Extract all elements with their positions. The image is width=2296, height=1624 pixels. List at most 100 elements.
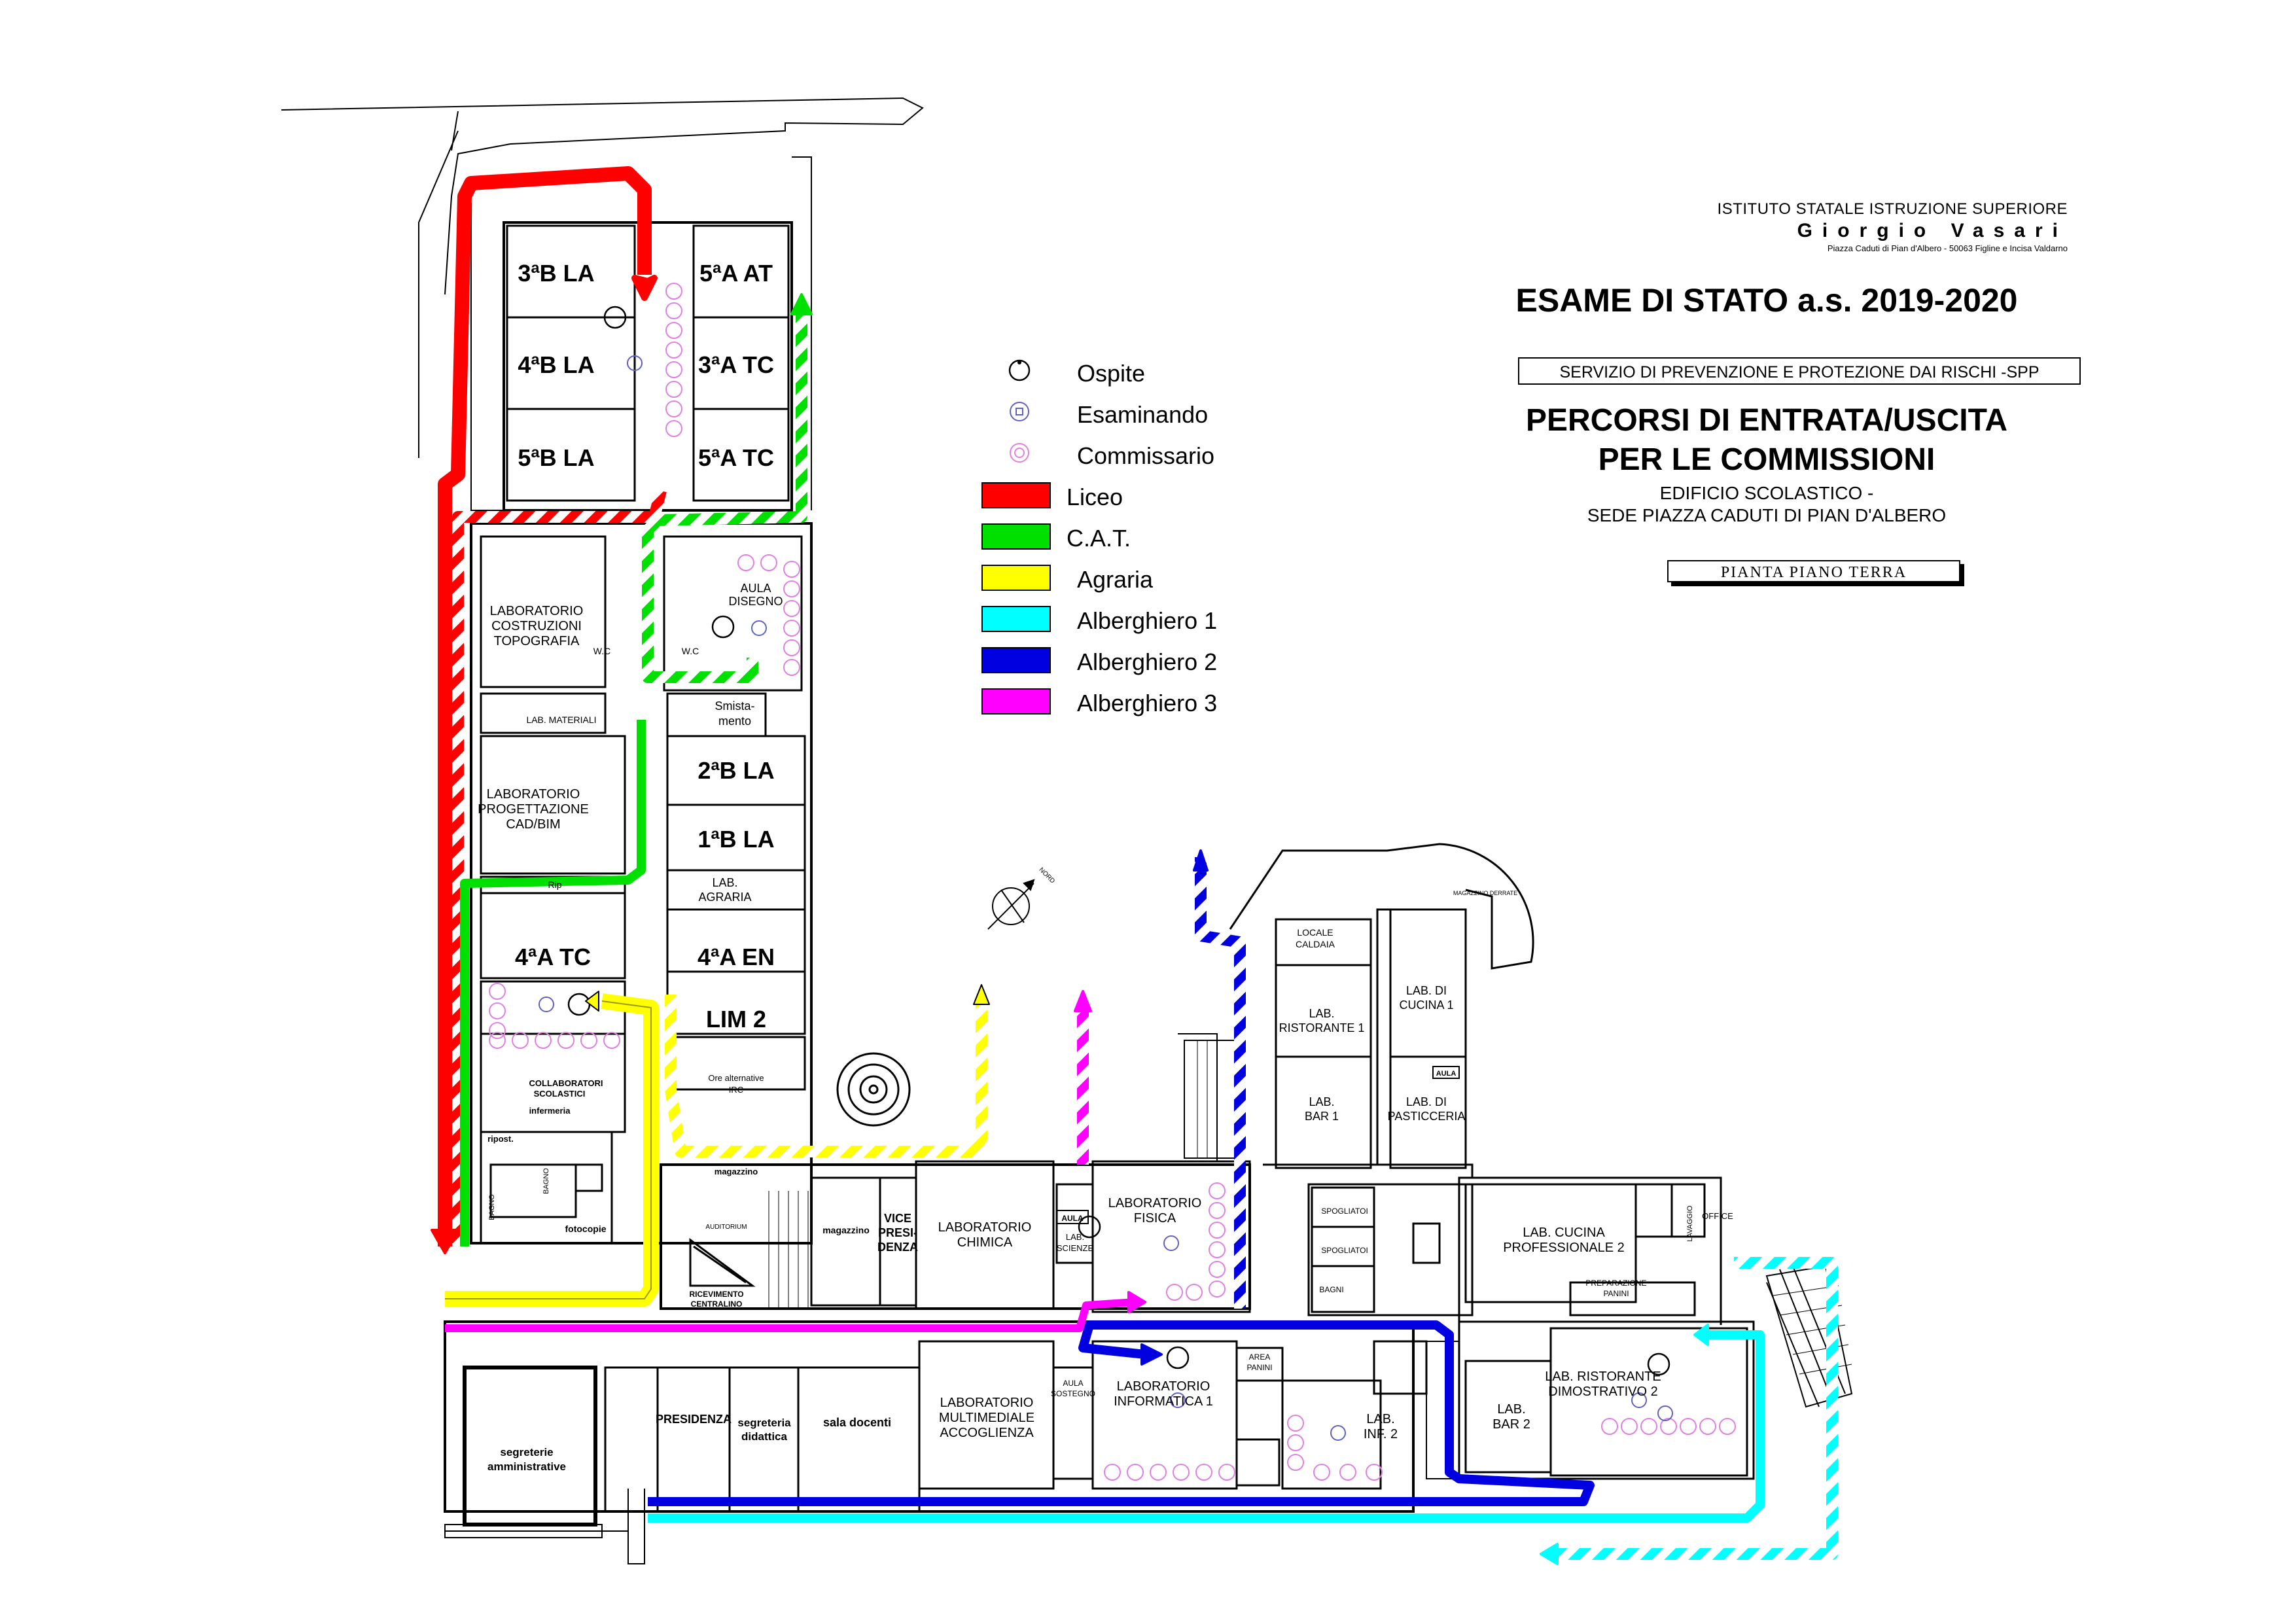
svg-text:COSTRUZIONI: COSTRUZIONI [491, 619, 582, 633]
svg-text:AULA: AULA [1436, 1070, 1457, 1078]
svg-text:LAB. DI: LAB. DI [1406, 1095, 1447, 1108]
route-liceo [431, 166, 667, 1254]
route-agraria [445, 984, 990, 1307]
svg-text:CENTRALINO: CENTRALINO [691, 1299, 743, 1309]
room-5aat: 5ªA AT [699, 260, 773, 287]
exam-title: ESAME DI STATO a.s. 2019-2020 [1515, 282, 2018, 319]
svg-text:BAR 2: BAR 2 [1492, 1417, 1530, 1432]
svg-text:AGRARIA: AGRARIA [698, 891, 751, 904]
svg-text:AUDITORIUM: AUDITORIUM [705, 1224, 747, 1231]
school-heading: ISTITUTO STATALE ISTRUZIONE SUPERIORE [1717, 200, 2068, 218]
svg-text:BAGNO: BAGNO [542, 1168, 550, 1194]
room-3atc: 3ªA TC [698, 351, 774, 378]
svg-text:LAB.: LAB. [1309, 1095, 1334, 1108]
svg-text:CHIMICA: CHIMICA [957, 1235, 1013, 1250]
legend-liceo: Liceo [981, 477, 1374, 515]
svg-text:PRESI-: PRESI- [878, 1226, 917, 1239]
svg-text:W.C: W.C [682, 646, 699, 656]
room-4aen: 4ªA EN [698, 944, 775, 970]
svg-text:Rip: Rip [548, 879, 561, 890]
legend-alberghiero-3: Alberghiero 3 [981, 683, 1374, 721]
svg-text:CUCINA 1: CUCINA 1 [1399, 998, 1453, 1012]
svg-text:LAB. DI: LAB. DI [1406, 984, 1447, 997]
svg-text:LAB. RISTORANTE: LAB. RISTORANTE [1545, 1369, 1661, 1384]
svg-text:INF. 2: INF. 2 [1364, 1427, 1398, 1441]
svg-text:LABORATORIO: LABORATORIO [490, 604, 584, 618]
svg-text:SOSTEGNO: SOSTEGNO [1051, 1389, 1095, 1398]
svg-text:LOCALE: LOCALE [1297, 927, 1333, 938]
route-cat [460, 293, 813, 1246]
ospite-icons [567, 306, 1670, 1376]
svg-text:BAGNO: BAGNO [488, 1194, 496, 1220]
svg-text:VICE: VICE [884, 1212, 911, 1225]
svg-text:OFFICE: OFFICE [1702, 1211, 1733, 1221]
svg-text:LABORATORIO: LABORATORIO [487, 787, 580, 802]
esaminando-icons [539, 355, 1673, 1441]
north-arrow-icon [987, 879, 1035, 930]
svg-text:AULA: AULA [1063, 1379, 1083, 1388]
svg-text:PROFESSIONALE 2: PROFESSIONALE 2 [1503, 1241, 1625, 1255]
route-alberghiero-3 [445, 990, 1146, 1332]
svg-text:LAB.: LAB. [712, 876, 737, 889]
route-alberghiero-1 [648, 1257, 1838, 1565]
svg-text:segreterie: segreterie [500, 1446, 553, 1458]
room-4atc: 4ªA TC [515, 944, 591, 970]
alberghiero-3-swatch [981, 688, 1051, 715]
svg-text:infermeria: infermeria [529, 1106, 571, 1116]
svg-text:RICEVIMENTO: RICEVIMENTO [689, 1290, 743, 1299]
building-walls [281, 97, 1853, 1564]
svg-text:LAB.: LAB. [1366, 1412, 1394, 1426]
service-box: SERVIZIO DI PREVENZIONE E PROTEZIONE DAI… [1518, 357, 2081, 385]
svg-text:BAGNI: BAGNI [1319, 1285, 1343, 1294]
page-title: PERCORSI DI ENTRATA/USCITA [1525, 403, 2007, 438]
svg-text:SCIENZE: SCIENZE [1057, 1243, 1094, 1253]
svg-text:CAD/BIM: CAD/BIM [506, 817, 560, 832]
commissario-icons [489, 283, 1736, 1481]
svg-text:PREPARAZIONE: PREPARAZIONE [1585, 1279, 1646, 1288]
svg-text:LAB. CUCINA: LAB. CUCINA [1523, 1226, 1605, 1240]
legend-cat: C.A.T. [981, 518, 1374, 556]
svg-text:Ore alternative: Ore alternative [708, 1073, 764, 1083]
plan-label: PIANTA PIANO TERRA [1667, 560, 1960, 582]
svg-text:LAB.: LAB. [1497, 1402, 1525, 1417]
svg-text:SPOGLIATOI: SPOGLIATOI [1321, 1207, 1368, 1216]
legend-alberghiero-2: Alberghiero 2 [981, 642, 1374, 680]
svg-text:magazzino: magazzino [822, 1225, 870, 1235]
svg-text:LABORATORIO: LABORATORIO [938, 1220, 1032, 1235]
svg-text:MULTIMEDIALE: MULTIMEDIALE [939, 1411, 1034, 1425]
room-1bla: 1ªB LA [698, 826, 774, 853]
legend-esaminando: Esaminando [981, 395, 1374, 432]
svg-text:BAR 1: BAR 1 [1305, 1110, 1339, 1123]
svg-text:sala docenti: sala docenti [823, 1416, 891, 1429]
room-5atc: 5ªA TC [698, 444, 774, 471]
svg-text:AULA: AULA [740, 582, 771, 595]
room-labels: 3ªB LA 4ªB LA 5ªB LA 5ªA AT 3ªA TC 5ªA T… [478, 260, 1733, 1473]
svg-text:IRC: IRC [729, 1085, 743, 1095]
svg-text:PANINI: PANINI [1246, 1363, 1272, 1372]
svg-text:TOPOGRAFIA: TOPOGRAFIA [494, 634, 580, 648]
legend-commissario: Commissario [981, 436, 1374, 474]
svg-text:FISICA: FISICA [1134, 1211, 1176, 1226]
svg-text:LABORATORIO: LABORATORIO [1117, 1379, 1210, 1394]
room-4bla: 4ªB LA [518, 351, 594, 378]
svg-text:AREA: AREA [1249, 1352, 1271, 1362]
alberghiero-2-swatch [981, 647, 1051, 673]
room-3bla: 3ªB LA [518, 260, 594, 287]
building-line-1: EDIFICIO SCOLASTICO - [1659, 483, 1874, 503]
esaminando-icon [981, 395, 1055, 432]
school-address: Piazza Caduti di Pian d'Albero - 50063 F… [1827, 243, 2068, 253]
svg-text:Smista-: Smista- [715, 699, 754, 713]
ospite-icon [981, 353, 1055, 391]
svg-text:PRESIDENZA: PRESIDENZA [656, 1413, 732, 1426]
room-5bla: 5ªB LA [518, 444, 594, 471]
room-2bla: 2ªB LA [698, 757, 774, 784]
svg-text:magazzino: magazzino [715, 1167, 758, 1176]
legend-agraria: Agraria [981, 559, 1374, 597]
route-alberghiero-2 [648, 849, 1595, 1506]
svg-text:SCOLASTICI: SCOLASTICI [534, 1089, 586, 1099]
cat-swatch [981, 523, 1051, 550]
svg-text:ripost.: ripost. [487, 1134, 514, 1144]
svg-text:NORD: NORD [1037, 866, 1056, 885]
svg-text:didattica: didattica [741, 1430, 787, 1443]
